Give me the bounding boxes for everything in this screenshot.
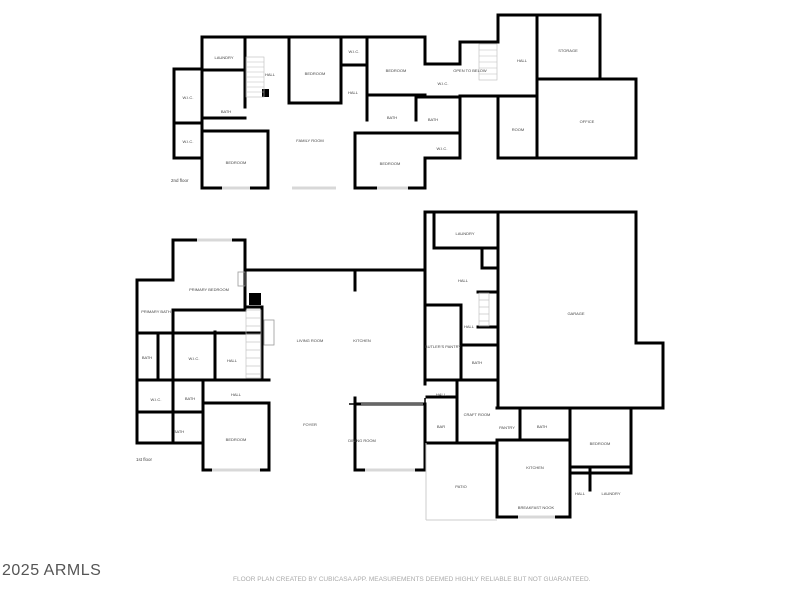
first-floor-walls [135, 210, 665, 521]
room-label: W.I.C. [151, 397, 162, 402]
room-label: FAMILY ROOM [296, 138, 323, 143]
room-label: BEDROOM [226, 160, 247, 165]
room-label: BREAKFAST NOOK [518, 505, 555, 510]
second-floor-labels: LAUNDRY HALL BEDROOM W.I.C. BEDROOM W.I.… [171, 48, 595, 183]
fireplace [237, 271, 246, 287]
room-label: W.I.C. [438, 81, 449, 86]
room-label: W.I.C. [189, 356, 200, 361]
room-label: HALL [464, 324, 475, 329]
room-label: OFFICE [580, 119, 595, 124]
room-label: HALL [231, 392, 242, 397]
floor-label: 2nd floor [171, 178, 189, 183]
room-label: OPEN TO BELOW [453, 68, 487, 73]
room-label: DINING ROOM [348, 438, 376, 443]
room-label: BEDROOM [305, 71, 326, 76]
first-floor-stairs [245, 292, 490, 379]
room-label: FOYER [303, 422, 317, 427]
room-label: ROOM [512, 127, 524, 132]
room-label: W.I.C. [349, 49, 360, 54]
floor-label: 1st floor [136, 457, 153, 462]
room-label: HALL [227, 358, 238, 363]
room-label: W.I.C. [437, 146, 448, 151]
room-label: HALL [517, 58, 528, 63]
disclaimer-text: FLOOR PLAN CREATED BY CUBICASA APP. MEAS… [233, 576, 591, 583]
room-label: BATH [537, 424, 547, 429]
room-label: BATH [387, 115, 397, 120]
second-floor-stairs [245, 43, 498, 98]
room-label: GARAGE [567, 311, 584, 316]
room-label: BEDROOM [590, 441, 611, 446]
room-label: HALL [348, 90, 359, 95]
room-label: KITCHEN [353, 338, 371, 343]
room-label: LAUNDRY [214, 55, 233, 60]
room-label: BATH [185, 396, 195, 401]
room-label: PRIMARY BATH [141, 309, 171, 314]
first-floor-labels: PRIMARY BEDROOM PRIMARY BATH BATH W.I.C.… [136, 231, 621, 510]
chimney-block [249, 293, 261, 305]
fireplace [263, 319, 275, 346]
room-label: BEDROOM [386, 68, 407, 73]
room-label: BUTLER'S PANTRY [425, 344, 462, 349]
room-label: BATH [174, 429, 184, 434]
room-label: BAR [437, 424, 445, 429]
room-label: HALL [436, 392, 447, 397]
room-label: KITCHEN [526, 465, 544, 470]
room-label: W.I.C. [183, 95, 194, 100]
chimney-block [262, 89, 269, 97]
room-label: LAUNDRY [455, 231, 474, 236]
room-label: PRIMARY BEDROOM [189, 287, 229, 292]
room-label: HALL [265, 72, 276, 77]
room-label: W.I.C. [183, 139, 194, 144]
room-label: BATH [142, 355, 152, 360]
room-label: STORAGE [558, 48, 578, 53]
room-label: PATIO [455, 484, 466, 489]
room-label: LAUNDRY [601, 491, 620, 496]
room-label: PANTRY [499, 425, 515, 430]
room-label: BATH [428, 117, 438, 122]
room-label: BATH [221, 109, 231, 114]
room-label: LIVING ROOM [297, 338, 324, 343]
room-label: BEDROOM [380, 161, 401, 166]
room-label: BEDROOM [226, 437, 247, 442]
room-label: HALL [575, 491, 586, 496]
room-label: HALL [458, 278, 469, 283]
room-label: BATH [472, 360, 482, 365]
room-label: CRAFT ROOM [464, 412, 491, 417]
copyright-watermark: 2025 ARMLS [2, 562, 102, 579]
second-floor-walls [172, 13, 638, 190]
